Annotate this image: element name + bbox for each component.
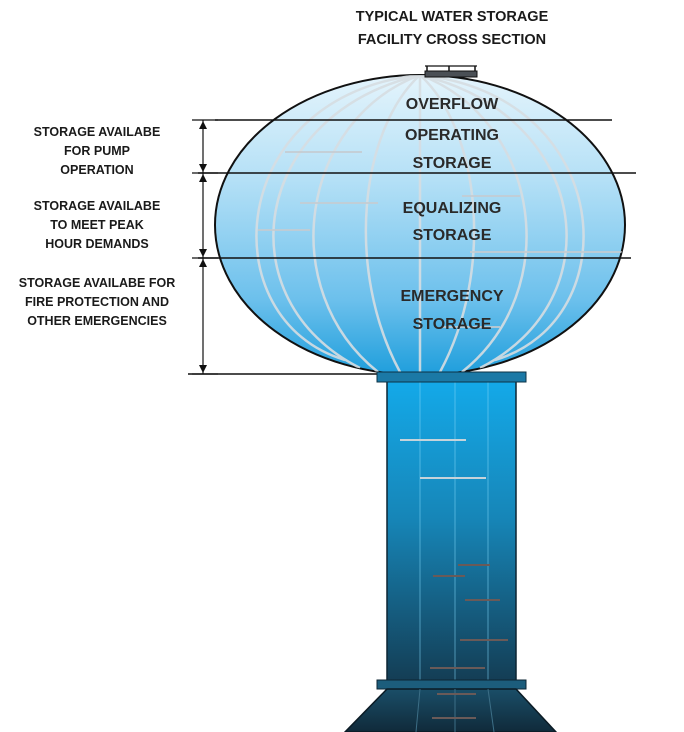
zone-label-operating-2: STORAGE: [413, 155, 492, 172]
column-reflection-lines: [400, 439, 508, 669]
side-label-pump-1: STORAGE AVAILABE: [34, 125, 161, 139]
side-label-pump-3: OPERATION: [60, 163, 133, 177]
zone-label-overflow: OVERFLOW: [406, 96, 499, 113]
side-label-pump-2: FOR PUMP: [64, 144, 130, 158]
tank-reflection-lines: [258, 151, 625, 328]
side-label-peak-2: TO MEET PEAK: [50, 218, 144, 232]
column-panel-lines: [419, 382, 489, 688]
side-label-fire-2: FIRE PROTECTION AND: [25, 295, 169, 309]
dimension-markers: [192, 119, 218, 375]
zone-label-equalizing-1: EQUALIZING: [403, 200, 502, 217]
roof-vent-icon: [424, 65, 478, 78]
dimension-arrowheads: [199, 121, 207, 373]
tank-meridian-lines: [255, 75, 585, 375]
zone-label-emergency-2: STORAGE: [413, 316, 492, 333]
side-label-peak-3: HOUR DEMANDS: [45, 237, 148, 251]
tank-body: [188, 74, 636, 376]
side-label-peak-1: STORAGE AVAILABE: [34, 199, 161, 213]
side-label-fire-1: STORAGE AVAILABE FOR: [19, 276, 176, 290]
zone-divider-lines: [188, 119, 636, 375]
side-label-fire-3: OTHER EMERGENCIES: [27, 314, 167, 328]
diagram-title-line-1: TYPICAL WATER STORAGE: [356, 9, 549, 25]
diagram-title-line-2: FACILITY CROSS SECTION: [358, 32, 546, 48]
zone-label-operating-1: OPERATING: [405, 127, 499, 144]
zone-label-equalizing-2: STORAGE: [413, 227, 492, 244]
top-flange: [376, 371, 527, 383]
tower-base: [343, 688, 558, 732]
zone-label-emergency-1: EMERGENCY: [400, 288, 503, 305]
tower-column: [376, 371, 527, 690]
bottom-flange: [376, 679, 527, 690]
